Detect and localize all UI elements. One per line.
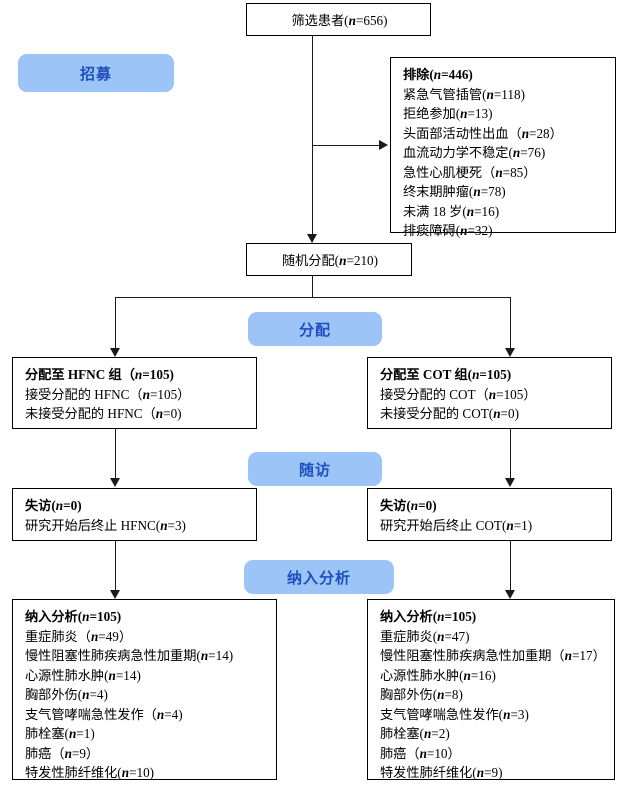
arrowhead-to-analysis-right — [504, 590, 515, 599]
box-text-line: 肺癌（n=9） — [25, 745, 100, 761]
screened-patients-lines: 筛选患者(n=656) — [259, 11, 420, 31]
stage-label-followup-text: 随访 — [298, 462, 331, 479]
connector-split-bar — [115, 297, 510, 298]
box-text-line: 分配至 COT 组(n=105) — [380, 367, 512, 382]
box-text-line: 血流动力学不稳定(n=76) — [403, 145, 546, 160]
box-text-line: 纳入分析(n=105) — [25, 609, 122, 624]
randomized-lines: 随机分配(n=210) — [259, 251, 401, 271]
box-text-line: 接受分配的 HFNC（n=105） — [25, 386, 191, 402]
box-text-line: 心源性肺水肿(n=16) — [380, 667, 496, 683]
box-text-line: 未接受分配的 HFNC（n=0) — [25, 406, 182, 421]
box-text-line: 胸部外伤(n=4) — [25, 687, 108, 702]
box-text-line: 特发性肺纤维化(n=10) — [25, 765, 155, 780]
screened-patients-box: 筛选患者(n=656) — [246, 3, 431, 36]
stage-label-followup: 随访 — [248, 452, 382, 486]
connector-to-excluded — [312, 145, 384, 146]
allocation-right-lines: 分配至 COT 组(n=105) 接受分配的 COT（n=105） 未接受分配的 C… — [380, 365, 601, 424]
randomized-box: 随机分配(n=210) — [246, 243, 412, 276]
allocation-left-lines: 分配至 HFNC 组（n=105) 接受分配的 HFNC（n=105） 未接受分配的… — [25, 365, 246, 424]
arrowhead-to-analysis-left — [109, 590, 120, 599]
box-text-line: 急性心肌梗死（n=85） — [403, 164, 537, 180]
box-text-line: 失访(n=0) — [25, 498, 82, 513]
connector-split-right — [510, 297, 511, 355]
box-text-line: 研究开始后终止 COT(n=1) — [380, 517, 533, 533]
allocation-left-box: 分配至 HFNC 组（n=105) 接受分配的 HFNC（n=105） 未接受分配的… — [12, 357, 257, 429]
followup-right-lines: 失访(n=0) 研究开始后终止 COT(n=1) — [380, 496, 601, 535]
connector-followup-left-to-analysis — [115, 541, 116, 597]
analysis-right-box: 纳入分析(n=105) 重症肺炎(n=47) 慢性阻塞性肺疾病急性加重期（n=17）… — [367, 599, 615, 780]
box-text-line: 肺栓塞(n=1) — [25, 726, 95, 741]
box-text-line: 排除(n=446) — [403, 67, 473, 82]
stage-label-analysis-text: 纳入分析 — [286, 570, 351, 587]
arrowhead-to-followup-left — [109, 478, 120, 487]
box-text-line: 重症肺炎(n=47) — [380, 628, 470, 644]
box-text-line: 慢性阻塞性肺疾病急性加重期(n=14) — [25, 648, 234, 663]
connector-followup-right-to-analysis — [510, 541, 511, 597]
box-text-line: 重症肺炎（n=49） — [25, 628, 133, 644]
box-text-line: 胸部外伤(n=8) — [380, 687, 463, 702]
stage-label-enrollment: 招募 — [18, 54, 174, 92]
box-text-line: 肺癌（n=10） — [380, 745, 461, 761]
followup-left-box: 失访(n=0) 研究开始后终止 HFNC(n=3) — [12, 488, 257, 541]
analysis-right-lines: 纳入分析(n=105) 重症肺炎(n=47) 慢性阻塞性肺疾病急性加重期（n=17）… — [380, 607, 606, 783]
arrowhead-to-allocation-left — [109, 348, 120, 357]
box-text-line: 慢性阻塞性肺疾病急性加重期（n=17） — [380, 648, 606, 663]
box-text-line: 特发性肺纤维化(n=9) — [380, 765, 503, 780]
box-text-line: 心源性肺水肿(n=14) — [25, 667, 141, 683]
box-text-line: 紧急气管插管(n=118) — [403, 86, 525, 102]
box-text-line: 支气管哮喘急性发作(n=3) — [380, 706, 529, 722]
stage-label-allocation: 分配 — [248, 312, 382, 346]
box-text-line: 未接受分配的 COT(n=0) — [380, 406, 519, 421]
connector-randomized-down — [312, 276, 313, 298]
analysis-left-lines: 纳入分析(n=105) 重症肺炎（n=49） 慢性阻塞性肺疾病急性加重期(n=14)… — [25, 607, 266, 783]
followup-right-box: 失访(n=0) 研究开始后终止 COT(n=1) — [367, 488, 612, 541]
box-text-line: 失访(n=0) — [380, 498, 437, 513]
connector-split-left — [115, 297, 116, 355]
connector-alloc-right-to-followup — [510, 429, 511, 485]
box-text-line: 支气管哮喘急性发作（n=4) — [25, 706, 183, 722]
arrowhead-to-randomized — [306, 234, 317, 243]
box-text-line: 筛选患者(n=656) — [291, 13, 388, 28]
box-text-line: 未满 18 岁(n=16) — [403, 203, 500, 219]
box-text-line: 排痰障碍(n=32) — [403, 223, 493, 238]
box-text-line: 头面部活动性出血（n=28） — [403, 125, 563, 141]
box-text-line: 研究开始后终止 HFNC(n=3) — [25, 517, 186, 533]
box-text-line: 终末期肿瘤(n=78) — [403, 184, 506, 199]
arrowhead-to-excluded — [379, 139, 388, 150]
connector-screening-to-randomized — [312, 36, 313, 242]
box-text-line: 纳入分析(n=105) — [380, 609, 477, 624]
stage-label-analysis: 纳入分析 — [244, 560, 394, 594]
arrowhead-to-allocation-right — [504, 348, 515, 357]
allocation-right-box: 分配至 COT 组(n=105) 接受分配的 COT（n=105） 未接受分配的 C… — [367, 357, 612, 429]
arrowhead-to-followup-right — [504, 478, 515, 487]
box-text-line: 拒绝参加(n=13) — [403, 106, 493, 121]
analysis-left-box: 纳入分析(n=105) 重症肺炎（n=49） 慢性阻塞性肺疾病急性加重期(n=14)… — [12, 599, 277, 780]
box-text-line: 随机分配(n=210) — [281, 253, 379, 268]
followup-left-lines: 失访(n=0) 研究开始后终止 HFNC(n=3) — [25, 496, 246, 535]
connector-alloc-left-to-followup — [115, 429, 116, 485]
box-text-line: 接受分配的 COT（n=105） — [380, 386, 537, 402]
stage-label-allocation-text: 分配 — [298, 322, 331, 339]
stage-label-enrollment-text: 招募 — [79, 66, 112, 83]
excluded-patients-lines: 排除(n=446) 紧急气管插管(n=118) 拒绝参加(n=13) 头面部活动性出血… — [403, 65, 605, 241]
box-text-line: 肺栓塞(n=2) — [380, 726, 450, 741]
box-text-line: 分配至 HFNC 组（n=105) — [25, 367, 174, 382]
excluded-patients-box: 排除(n=446) 紧急气管插管(n=118) 拒绝参加(n=13) 头面部活动性出血… — [390, 57, 616, 238]
